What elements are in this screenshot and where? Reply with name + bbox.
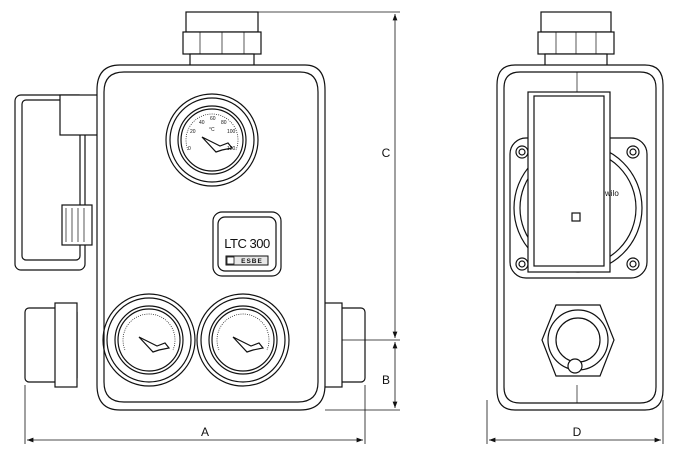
model-label: LTC 300: [224, 236, 270, 251]
svg-text:0: 0: [188, 146, 191, 152]
dimension-b-label: B: [382, 373, 390, 387]
brand-logo-mark-icon: [226, 256, 235, 265]
side-view: wilo: [496, 11, 664, 411]
svg-text:100: 100: [227, 129, 236, 135]
pump-electronics-box: [527, 91, 611, 273]
front-view: LTC 300 ESBE 0 20 40 60 80 100 120 °C: [14, 11, 366, 411]
svg-text:20: 20: [190, 129, 196, 135]
dimension-a-label: A: [201, 425, 209, 439]
svg-text:60: 60: [210, 116, 216, 122]
dimension-c-label: C: [382, 146, 391, 160]
gauge-scale: 0 20 40 60 80 100 120 °C: [188, 116, 236, 152]
svg-text:80: 80: [221, 120, 227, 126]
lower-fitting: [541, 304, 615, 377]
right-temperature-gauge: [196, 293, 290, 387]
svg-text:40: 40: [199, 120, 205, 126]
brand-label: ESBE: [241, 258, 263, 265]
svg-text:°C: °C: [209, 127, 215, 133]
svg-text:120: 120: [227, 146, 236, 152]
dimension-d-label: D: [573, 425, 582, 439]
dimension-lines: A C B D: [24, 11, 664, 444]
brand-logo: [225, 255, 269, 266]
pump-brand: wilo: [604, 189, 619, 198]
left-temperature-gauge: [102, 293, 196, 387]
top-temperature-gauge: [165, 93, 259, 187]
